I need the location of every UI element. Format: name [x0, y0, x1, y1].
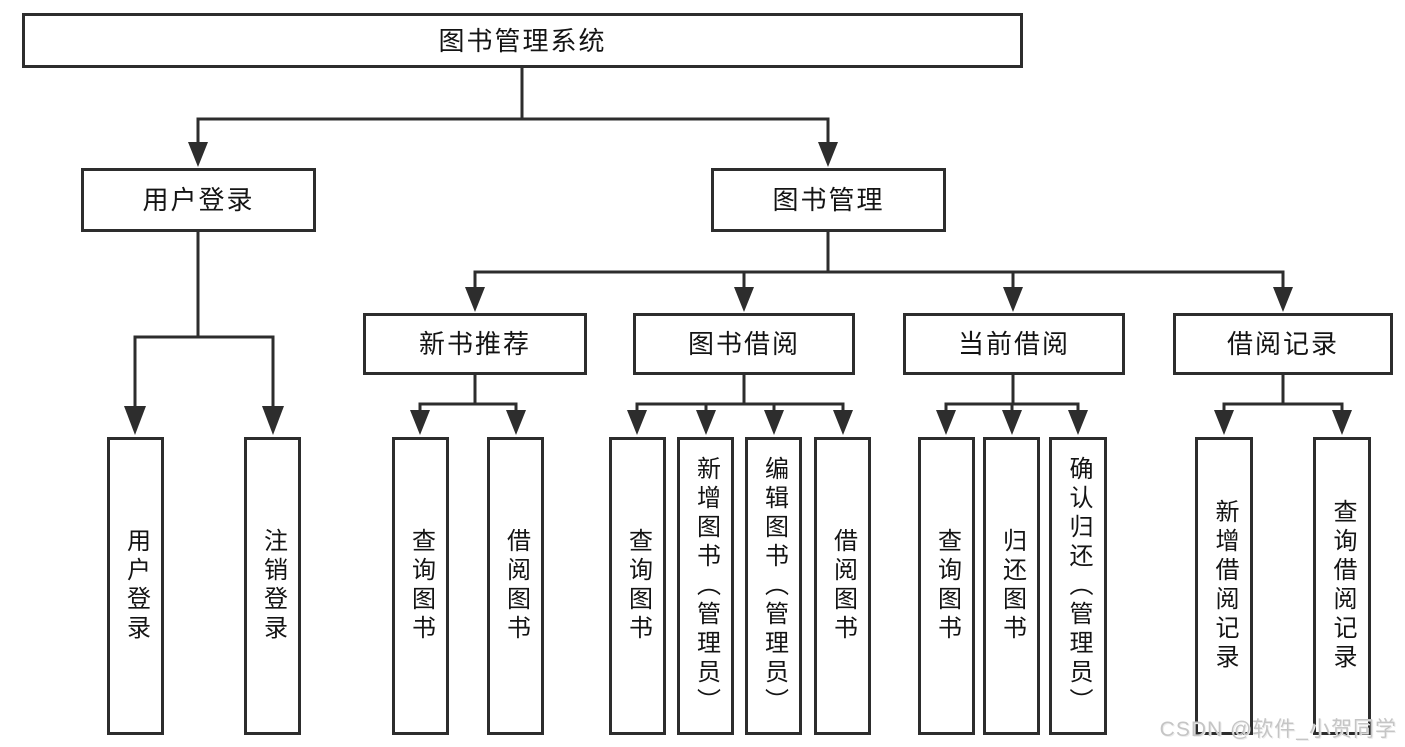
node-user-login: 用户登录 — [81, 168, 316, 232]
leaf-borrow-books-borrow: 借阅图书 — [814, 437, 871, 735]
leaf-logout: 注销登录 — [244, 437, 301, 735]
leaf-borrow-books-recommend: 借阅图书 — [487, 437, 544, 735]
leaf-edit-book-admin: 编辑图书（管理员） — [745, 437, 802, 735]
leaf-query-books-recommend: 查询图书 — [392, 437, 449, 735]
leaf-query-books-borrow: 查询图书 — [609, 437, 666, 735]
leaf-user-login: 用户登录 — [107, 437, 164, 735]
leaf-query-books-current: 查询图书 — [918, 437, 975, 735]
leaf-confirm-return-admin: 确认归还（管理员） — [1049, 437, 1107, 735]
node-book-management: 图书管理 — [711, 168, 946, 232]
node-borrow-records: 借阅记录 — [1173, 313, 1393, 375]
leaf-return-book: 归还图书 — [983, 437, 1040, 735]
leaf-query-borrow-record: 查询借阅记录 — [1313, 437, 1371, 735]
leaf-add-book-admin: 新增图书（管理员） — [677, 437, 734, 735]
node-new-book-recommend: 新书推荐 — [363, 313, 587, 375]
node-current-borrow: 当前借阅 — [903, 313, 1125, 375]
watermark: CSDN @软件_小贺同学 — [1159, 718, 1397, 741]
leaf-add-borrow-record: 新增借阅记录 — [1195, 437, 1253, 735]
node-book-borrow: 图书借阅 — [633, 313, 855, 375]
node-root: 图书管理系统 — [22, 13, 1023, 68]
